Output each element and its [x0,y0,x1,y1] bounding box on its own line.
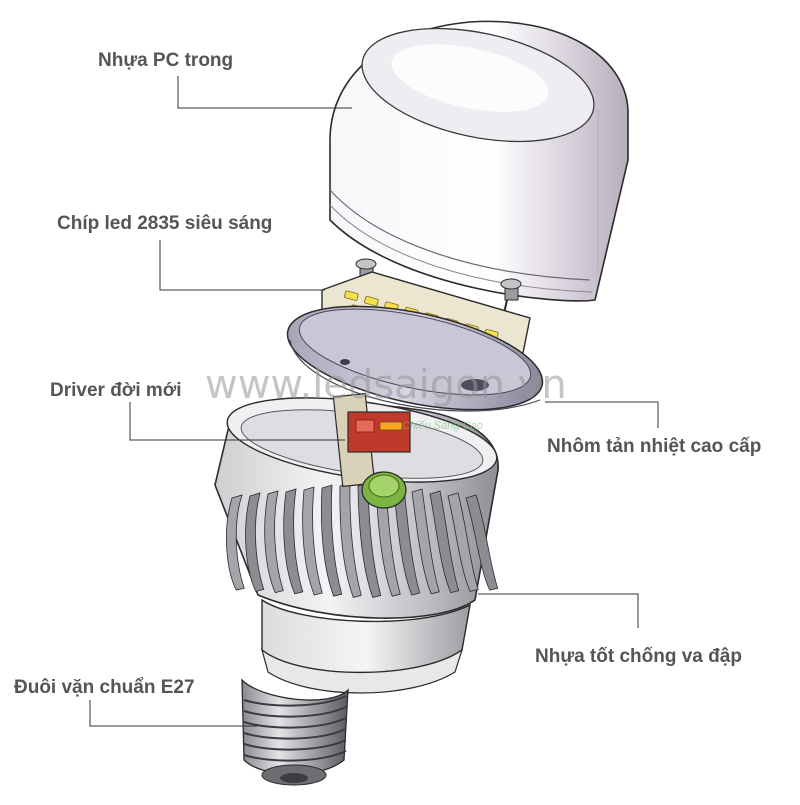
cooling-fin [357,482,382,598]
leader-driver [129,402,345,441]
label-base: Đuôi vặn chuẩn E27 [14,677,195,698]
cooling-fin [283,488,304,595]
e27-screw-base [241,678,349,786]
aluminum-heatsink [286,305,544,412]
leader-base [89,700,258,727]
thread-ridge [243,717,347,729]
label-led-chip: Chíp led 2835 siêu sáng [57,213,273,234]
leader-heatsink [545,401,659,428]
cooling-fin [264,490,284,594]
thread-ridge [243,706,347,718]
driver-board [332,392,411,509]
pc-dome-cover [329,20,629,302]
cooling-fin [429,490,460,594]
watermark-text: www.ledsaigon.vn [205,362,567,408]
plastic-body-housing [214,397,499,619]
cooling-fin [245,492,265,592]
body-neck [260,598,471,694]
label-driver: Driver đời mới [50,380,182,401]
cooling-fin [375,484,401,597]
label-pc-cover: Nhựa PC trong [98,50,234,71]
thread-ridge [243,739,347,751]
cooling-fin [226,494,245,591]
leader-pc-cover [177,76,352,109]
cooling-fin [447,492,479,592]
base-threads [243,695,347,762]
cooling-fin [320,484,343,597]
cooling-fin [465,494,499,591]
watermark-subtitle: Chiếu Sáng Cao [402,420,483,432]
leader-lines [89,76,659,727]
body-cooling-fins [226,482,499,598]
thread-ridge [243,728,347,740]
led-chip [344,290,359,301]
label-heatsink: Nhôm tản nhiệt cao cấp [547,436,762,457]
label-plastic-body: Nhựa tốt chống va đập [535,646,742,667]
thread-ridge [243,695,347,707]
cooling-fin [302,486,323,596]
cooling-fin [393,486,421,596]
leader-plastic-body [478,593,639,628]
leader-led-chip [159,240,325,291]
thread-ridge [243,750,347,762]
led-chip [364,296,379,307]
cooling-fin [411,488,440,595]
cooling-fin [339,482,362,598]
